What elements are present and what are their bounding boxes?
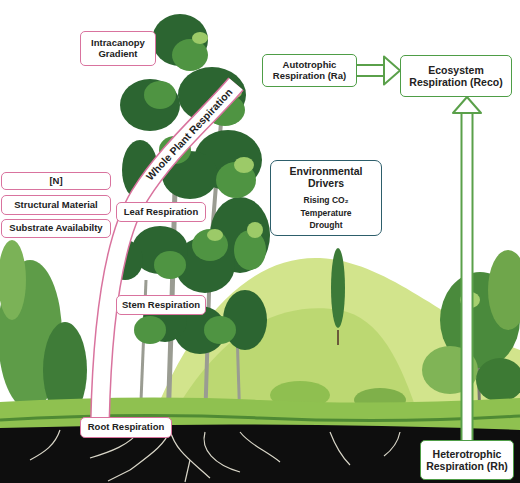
arrow-shaft-outline — [461, 112, 474, 440]
root — [330, 432, 350, 465]
node-heading: [N] — [49, 176, 62, 187]
background-tree — [0, 240, 26, 320]
node-heading: Environmental Drivers — [274, 165, 378, 189]
band-node: Whole Plant Respiration — [138, 79, 241, 188]
shrub — [476, 358, 520, 402]
whole-plant-band-fill — [100, 84, 236, 422]
node-text: Drought — [309, 221, 342, 231]
node-heading: Heterotrophic Respiration (Rh) — [424, 448, 510, 472]
foliage — [460, 292, 480, 308]
foliage — [234, 157, 254, 173]
foliage — [204, 316, 236, 344]
flux-box: Autotrophic Respiration (Ra) — [262, 54, 357, 87]
soil — [0, 424, 520, 483]
foliage — [134, 316, 166, 344]
node-text: Rising CO₂ — [304, 196, 349, 206]
node-heading: Intracanopy Gradient — [84, 38, 152, 60]
factor-box: Substrate Availabilty — [1, 219, 111, 238]
tree-trunk — [337, 330, 339, 345]
foliage — [192, 229, 228, 261]
root — [185, 460, 190, 482]
canopy-light — [172, 32, 263, 311]
node-heading: Autotrophic Respiration (Ra) — [266, 60, 353, 82]
root — [240, 432, 280, 462]
factor-box: Structural Material — [1, 195, 111, 215]
node-heading: Leaf Respiration — [124, 207, 198, 218]
node-heading: Whole Plant Respiration — [143, 86, 234, 183]
flux-box: Heterotrophic Respiration (Rh) — [420, 440, 514, 480]
factor-box: [N] — [1, 172, 111, 190]
root — [384, 432, 400, 456]
right-tree — [488, 250, 520, 330]
arrow-shaft-outline — [357, 64, 385, 77]
arrow-head — [453, 97, 481, 113]
whole-plant-band-outline — [100, 84, 236, 422]
arrow-shaft-fill — [463, 112, 472, 440]
factor-box: Intracanopy Gradient — [80, 31, 156, 66]
arrow-head — [384, 57, 400, 85]
organ-box: Leaf Respiration — [116, 202, 206, 222]
node-heading: Substrate Availabilty — [9, 223, 102, 234]
root — [30, 430, 60, 460]
foliage — [192, 32, 208, 44]
node-text: Temperature — [301, 209, 352, 219]
root — [204, 432, 240, 472]
foliage — [120, 79, 180, 131]
hollow-arrow — [357, 57, 400, 85]
foliage — [172, 39, 208, 71]
foliage — [207, 229, 223, 241]
node-heading: Stem Respiration — [122, 300, 200, 311]
root — [108, 470, 130, 481]
drivers-box: Environmental DriversRising CO₂ Temperatu… — [270, 160, 382, 236]
foliage — [144, 81, 176, 109]
node-heading: Ecosystem Respiration (Reco) — [404, 64, 508, 88]
shrub — [422, 346, 478, 394]
foliage — [154, 251, 186, 279]
arrow-shaft-fill — [357, 66, 385, 75]
organ-box: Stem Respiration — [116, 295, 206, 315]
cypress-tree — [331, 248, 345, 328]
flux-box: Ecosystem Respiration (Reco) — [400, 55, 512, 97]
hollow-arrow — [453, 97, 481, 440]
node-heading: Structural Material — [14, 200, 97, 211]
node-heading: Root Respiration — [88, 422, 165, 433]
organ-box: Root Respiration — [80, 417, 172, 438]
foliage — [247, 222, 263, 238]
grass-shade — [0, 415, 520, 420]
